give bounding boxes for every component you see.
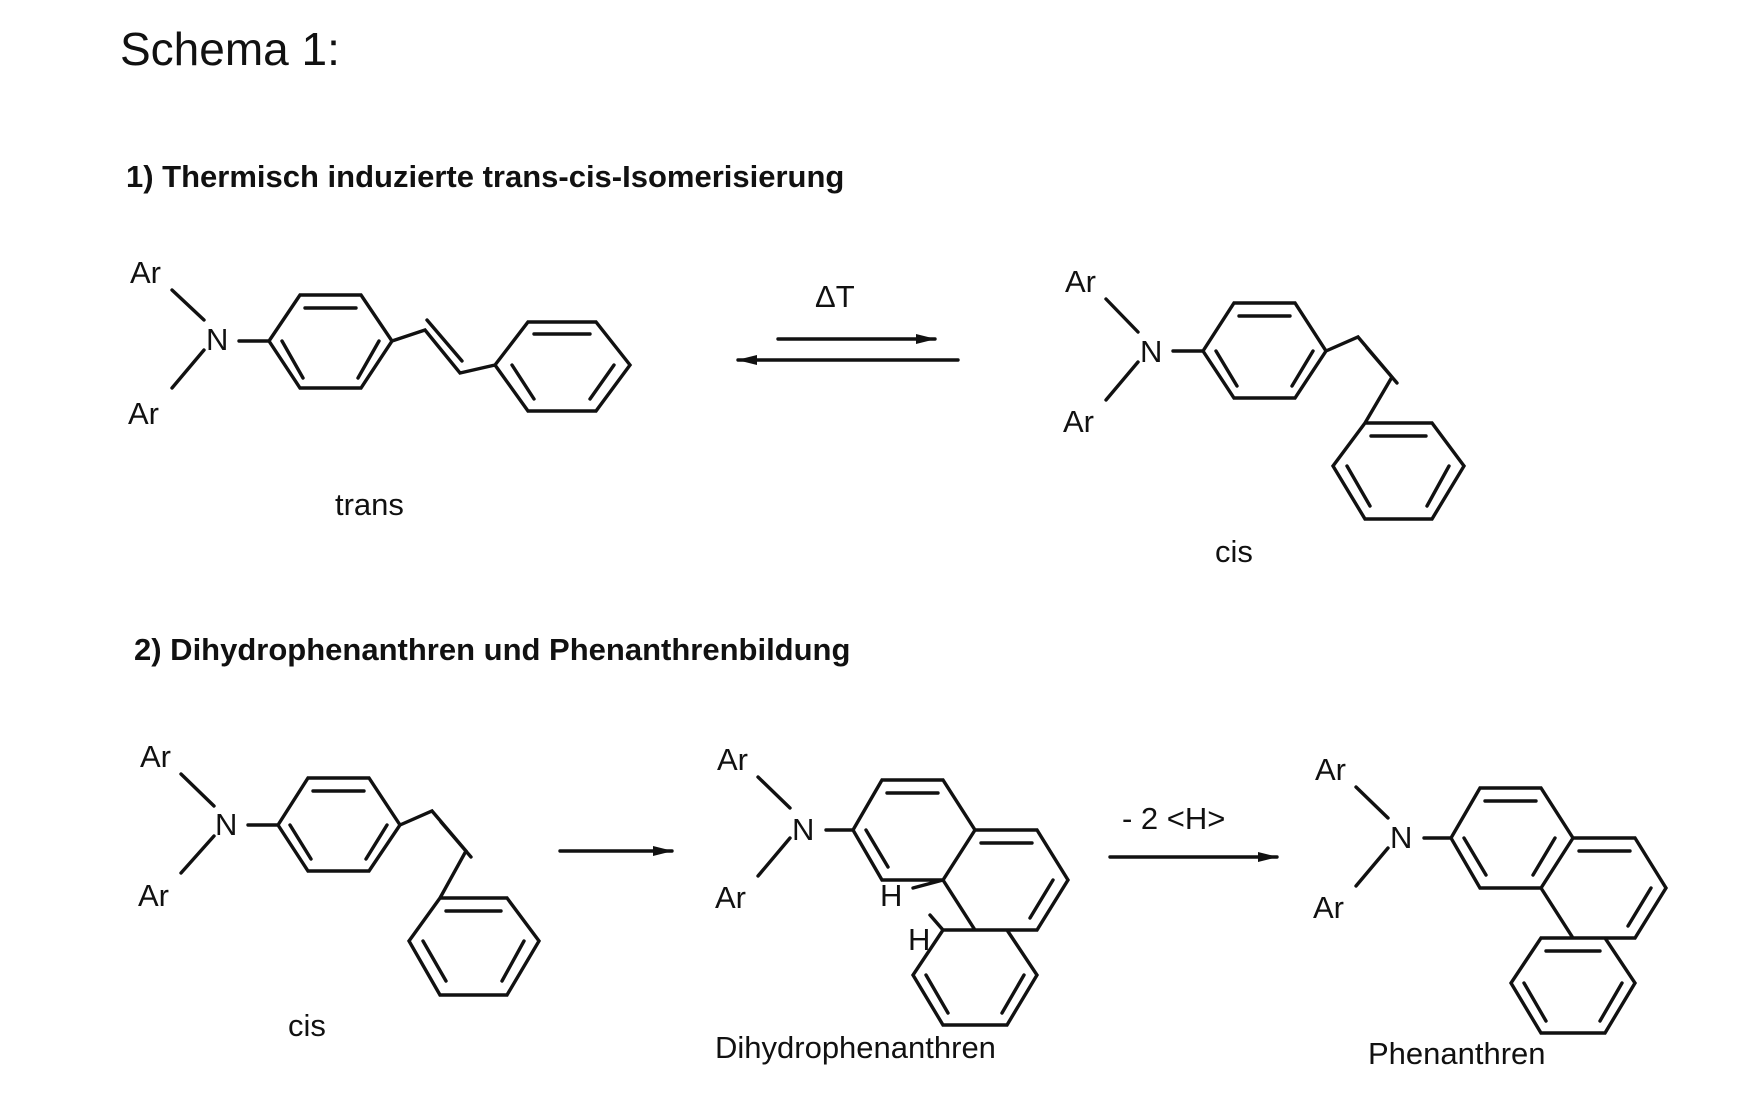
phenanthrene-molecule: Ar Ar N Phenanthren <box>1313 752 1666 1071</box>
section2-heading: 2) Dihydrophenanthren und Phenanthrenbil… <box>134 632 850 667</box>
ar-label-top: Ar <box>130 255 161 290</box>
ar-label-bottom: Ar <box>138 878 169 913</box>
n-label: N <box>792 812 814 847</box>
trans-bonds <box>172 290 630 411</box>
cis-label-1: cis <box>1215 534 1253 569</box>
equilibrium-arrow: ΔT <box>738 279 958 360</box>
h-label-1: H <box>880 878 902 913</box>
ar-label-top: Ar <box>1065 264 1096 299</box>
trans-label: trans <box>335 487 404 522</box>
cis-molecule-2: Ar Ar N cis <box>138 739 539 1043</box>
ar-label-bottom: Ar <box>1313 890 1344 925</box>
scheme-title: Schema 1: <box>120 23 340 75</box>
cis-label-2: cis <box>288 1008 326 1043</box>
ar-label-bottom: Ar <box>715 880 746 915</box>
cis-bonds-1 <box>1106 299 1464 519</box>
phen-label: Phenanthren <box>1368 1036 1546 1071</box>
dihydrophenanthrene-molecule: Ar Ar N H H Dihydrophenanthren <box>715 742 1068 1065</box>
n-label: N <box>1390 820 1412 855</box>
dihydro-label: Dihydrophenanthren <box>715 1030 996 1065</box>
minus-2h-label: - 2 <H> <box>1122 801 1225 836</box>
n-label: N <box>215 807 237 842</box>
ar-label-bottom: Ar <box>1063 404 1094 439</box>
ar-label-top: Ar <box>1315 752 1346 787</box>
n-label: N <box>206 322 228 357</box>
section1-heading: 1) Thermisch induzierte trans-cis-Isomer… <box>126 159 844 194</box>
ar-label-top: Ar <box>140 739 171 774</box>
ar-label-top: Ar <box>717 742 748 777</box>
cis-molecule-1: Ar Ar N cis <box>1063 264 1464 569</box>
delta-t-label: ΔT <box>815 279 855 314</box>
n-label: N <box>1140 334 1162 369</box>
trans-molecule: Ar Ar N trans <box>128 255 630 522</box>
ar-label-bottom: Ar <box>128 396 159 431</box>
